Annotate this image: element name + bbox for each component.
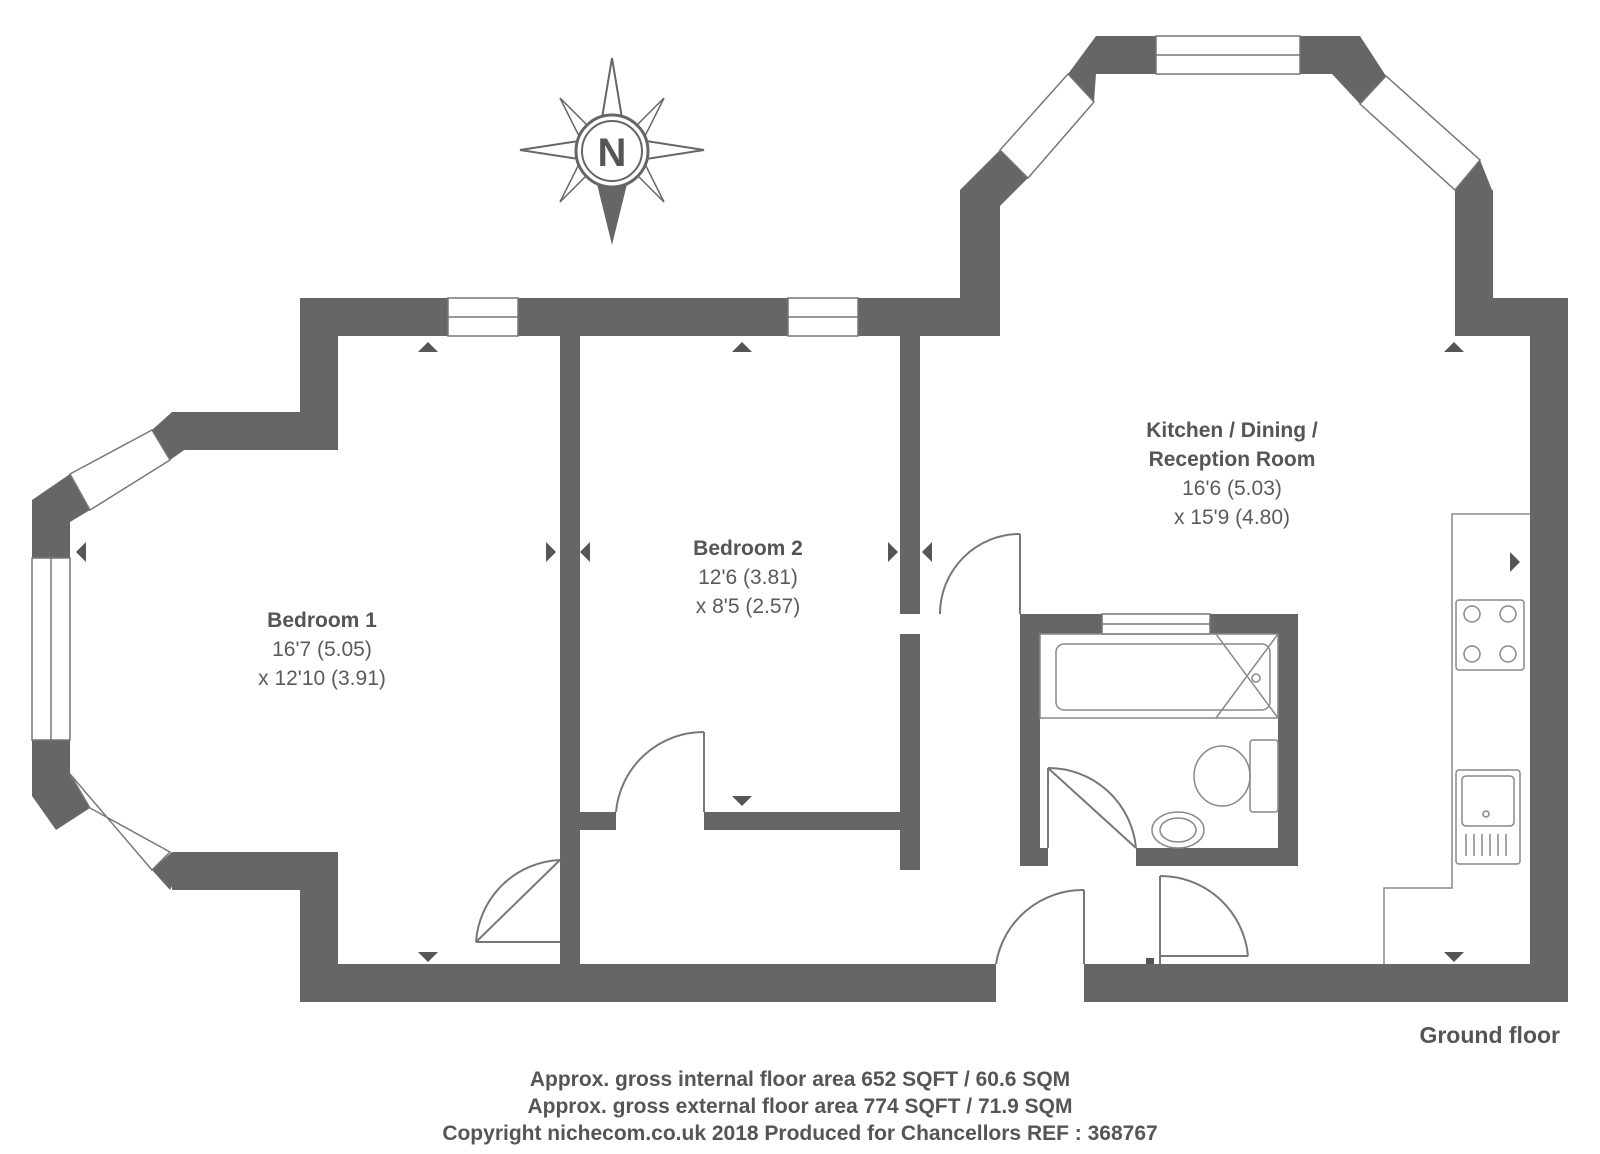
room-dimension: 12'6 (3.81) bbox=[698, 566, 798, 589]
compass-letter: N bbox=[598, 131, 627, 175]
room-dimension: 16'7 (5.05) bbox=[272, 638, 372, 661]
kitchen-fixtures bbox=[1383, 513, 1530, 964]
bathroom-fixtures bbox=[1039, 633, 1279, 849]
compass-rose-icon: N bbox=[519, 57, 705, 245]
room-label-bedroom-1: Bedroom 1 16'7 (5.05) x 12'10 (3.91) bbox=[258, 606, 386, 693]
footer-area-external: Approx. gross external floor area 774 SQ… bbox=[527, 1095, 1073, 1118]
dimension-arrows bbox=[76, 342, 1520, 962]
windows bbox=[31, 35, 1482, 872]
room-name: Reception Room bbox=[1148, 448, 1316, 471]
room-name: Bedroom 1 bbox=[267, 609, 377, 632]
room-name: Kitchen / Dining / bbox=[1146, 419, 1318, 442]
room-name: Bedroom 2 bbox=[693, 537, 803, 560]
doors bbox=[475, 533, 1249, 965]
footer-area-internal: Approx. gross internal floor area 652 SQ… bbox=[529, 1068, 1071, 1091]
room-label-kitchen: Kitchen / Dining / Reception Room 16'6 (… bbox=[1146, 416, 1318, 532]
bay-walls bbox=[32, 36, 1492, 890]
floor-label: Ground floor bbox=[1419, 1022, 1560, 1048]
room-dimension: x 8'5 (2.57) bbox=[695, 595, 801, 618]
footer-copyright: Copyright nichecom.co.uk 2018 Produced f… bbox=[442, 1122, 1158, 1145]
room-label-bedroom-2: Bedroom 2 12'6 (3.81) x 8'5 (2.57) bbox=[693, 534, 803, 621]
room-dimension: x 15'9 (4.80) bbox=[1173, 506, 1291, 529]
room-dimension: x 12'10 (3.91) bbox=[258, 667, 386, 690]
room-dimension: 16'6 (5.03) bbox=[1182, 477, 1282, 500]
hallway-markers bbox=[1146, 958, 1154, 964]
walls bbox=[172, 36, 1568, 1002]
